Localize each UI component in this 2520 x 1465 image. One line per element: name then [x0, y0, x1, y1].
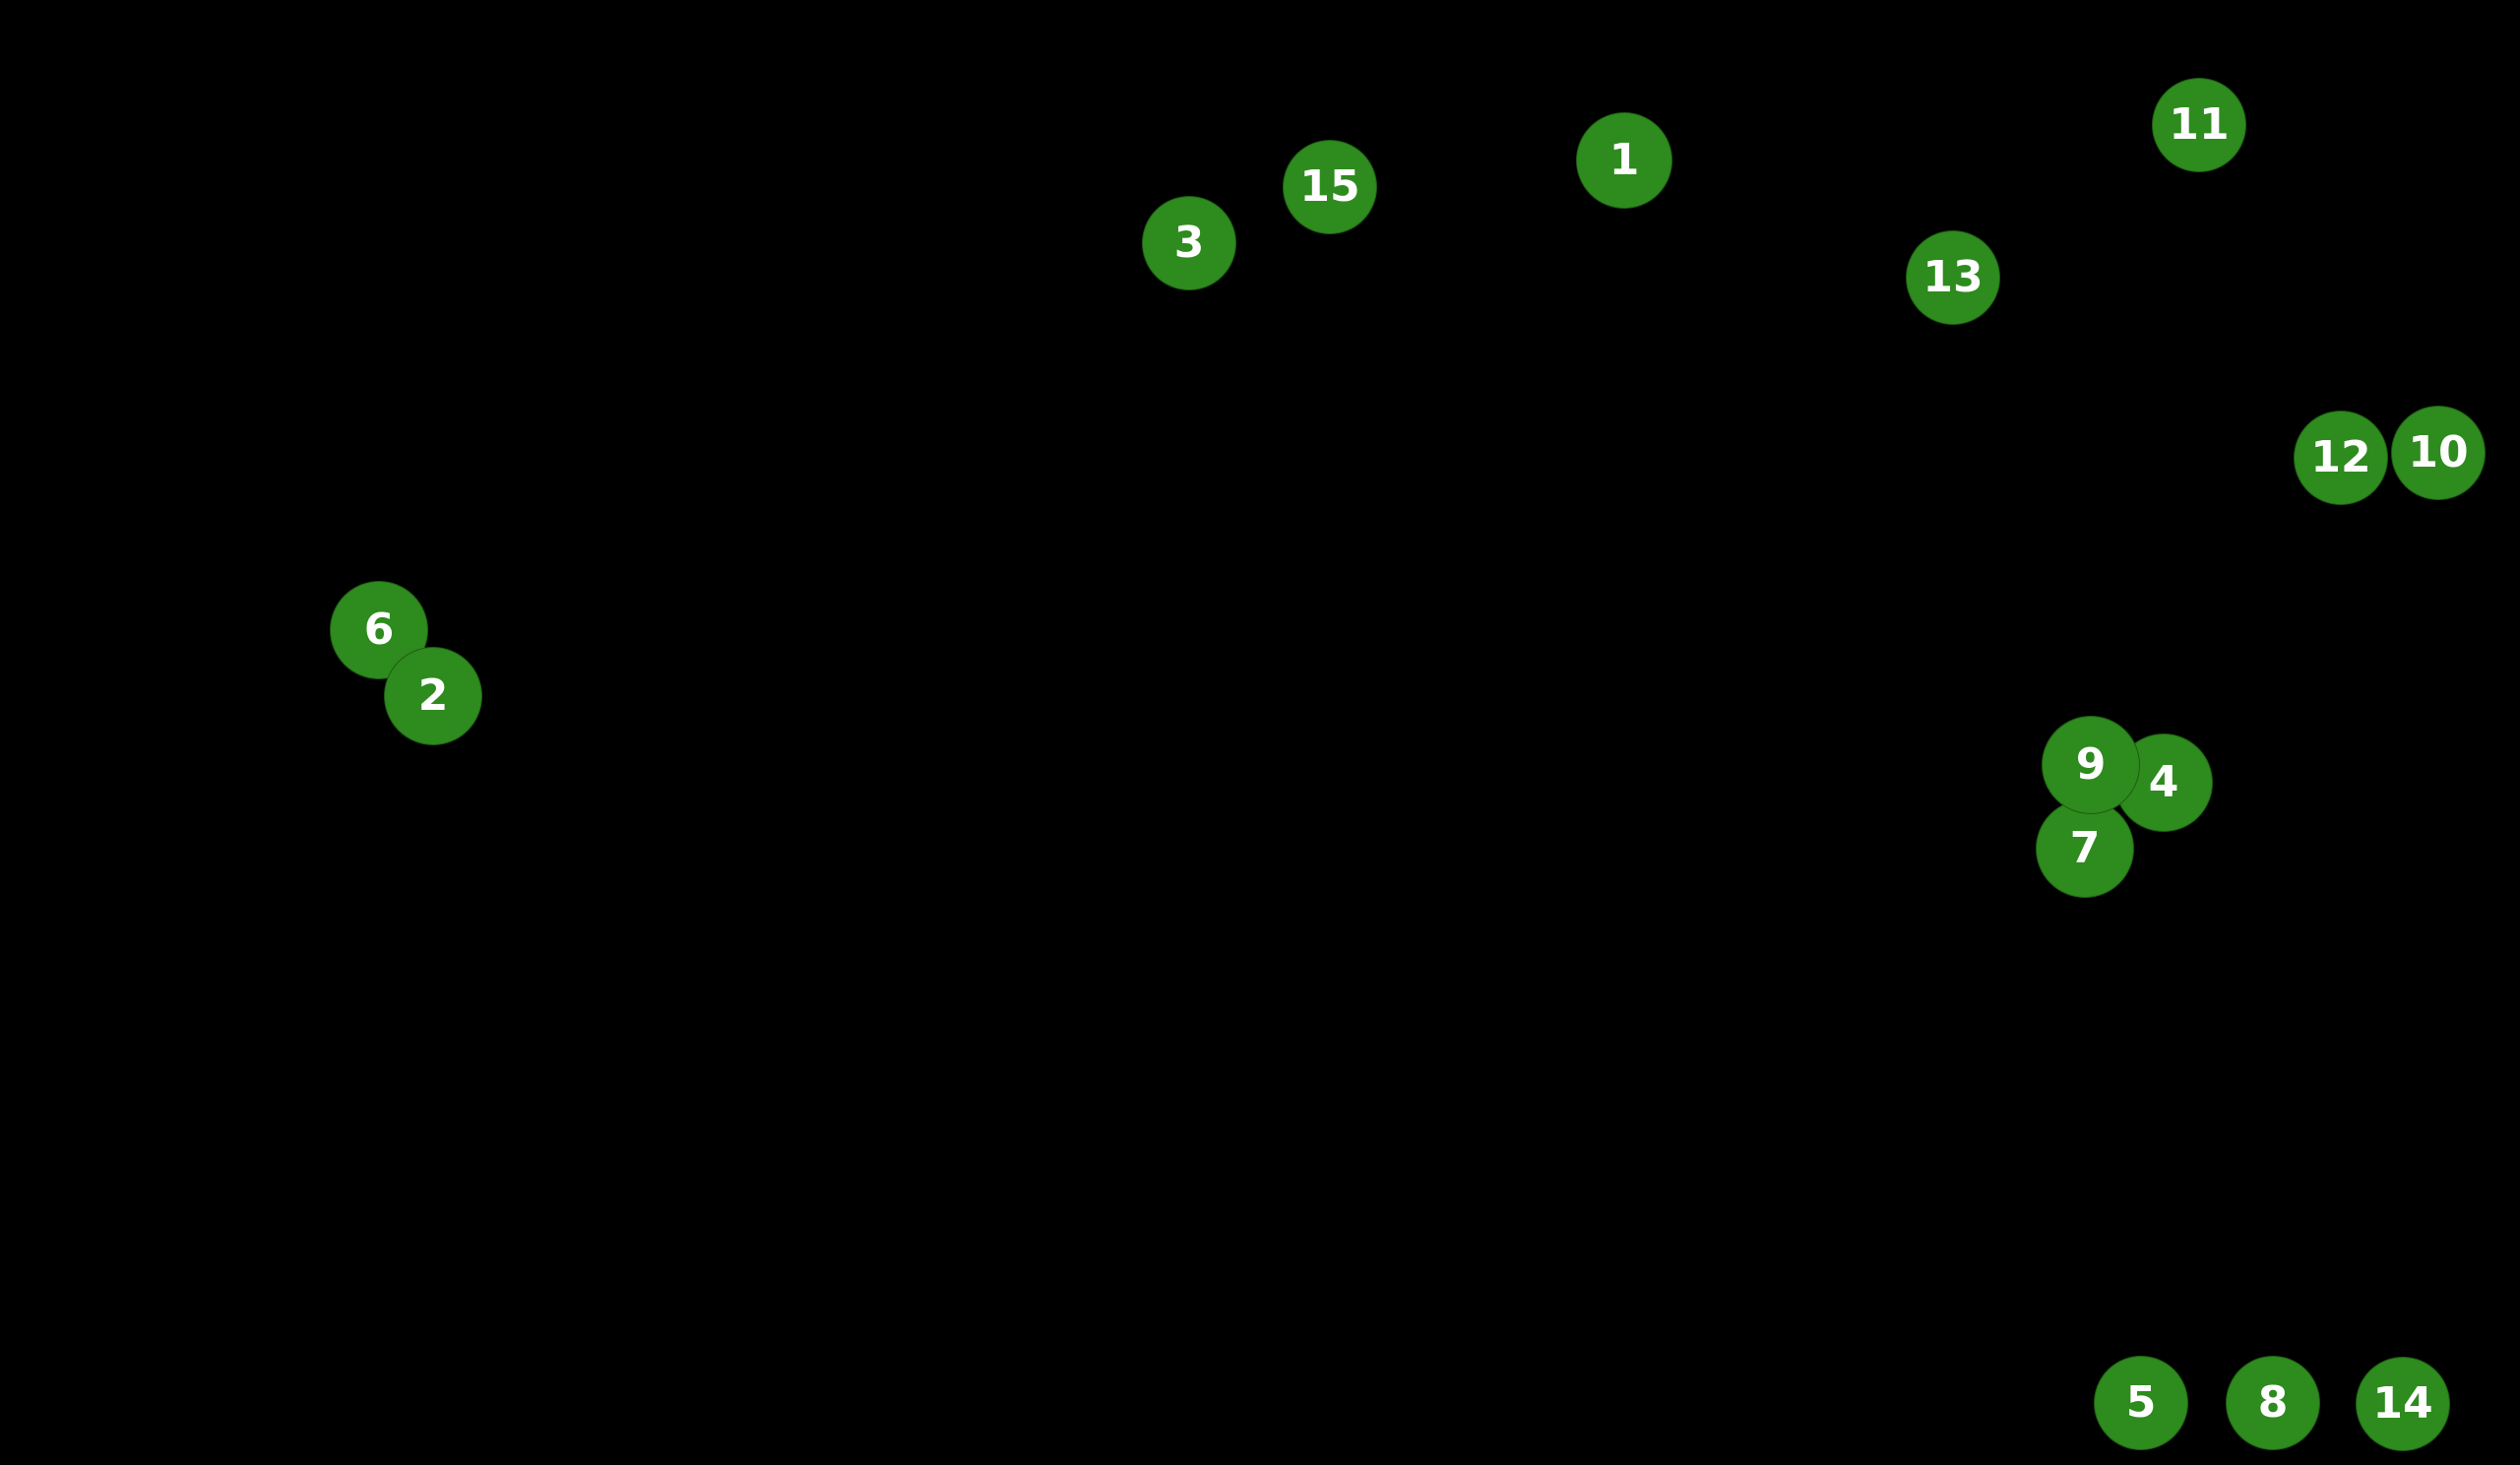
- graph-node-label: 2: [417, 670, 449, 721]
- graph-node-label: 13: [1922, 252, 1984, 302]
- graph-node-label: 3: [1173, 218, 1205, 268]
- graph-node[interactable]: 10: [2391, 406, 2486, 500]
- graph-node[interactable]: 8: [2226, 1356, 2320, 1450]
- graph-node-label: 5: [2125, 1377, 2157, 1428]
- graph-node[interactable]: 14: [2356, 1357, 2450, 1451]
- graph-node-label: 12: [2310, 432, 2371, 482]
- graph-node-label: 9: [2075, 739, 2107, 790]
- graph-node-label: 10: [2408, 427, 2469, 478]
- graph-node-label: 7: [2069, 823, 2101, 873]
- graph-node[interactable]: 1: [1576, 112, 1672, 209]
- graph-node[interactable]: 12: [2294, 411, 2388, 505]
- graph-node[interactable]: 5: [2094, 1356, 2188, 1450]
- graph-node-label: 11: [2169, 99, 2230, 150]
- graph-node-label: 6: [363, 605, 395, 655]
- graph-node-label: 15: [1299, 161, 1360, 212]
- graph-node[interactable]: 2: [384, 647, 482, 745]
- graph-node[interactable]: 9: [2042, 716, 2140, 814]
- graph-node[interactable]: 3: [1142, 196, 1236, 290]
- graph-node[interactable]: 7: [2036, 799, 2134, 898]
- graph-node-label: 14: [2372, 1378, 2433, 1429]
- graph-node-label: 1: [1608, 135, 1640, 185]
- graph-node-label: 4: [2148, 757, 2179, 807]
- graph-node-label: 8: [2257, 1377, 2289, 1428]
- graph-node[interactable]: 15: [1283, 140, 1377, 234]
- graph-node[interactable]: 11: [2152, 78, 2246, 172]
- graph-node[interactable]: 13: [1906, 230, 2000, 325]
